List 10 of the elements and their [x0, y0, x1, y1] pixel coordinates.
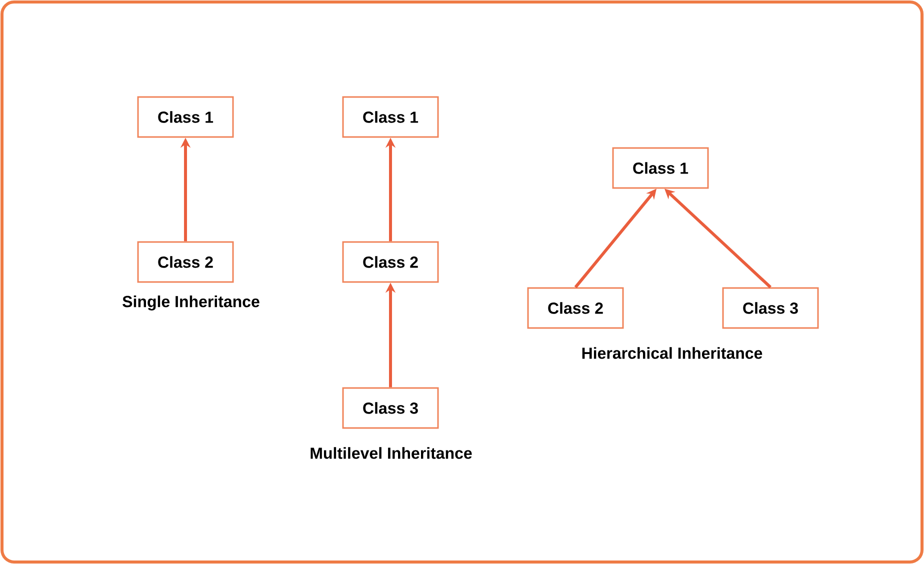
class-box: Class 1 [612, 147, 709, 189]
class-box: Class 1 [342, 96, 439, 138]
class-box: Class 3 [342, 387, 439, 429]
caption: Hierarchical Inheritance [582, 347, 762, 359]
class-box: Class 3 [722, 287, 819, 329]
class-box: Class 2 [137, 241, 234, 283]
class-box: Class 2 [527, 287, 624, 329]
class-box: Class 1 [137, 96, 234, 138]
class-box: Class 2 [342, 241, 439, 283]
caption: Multilevel Inheritance [310, 447, 472, 459]
